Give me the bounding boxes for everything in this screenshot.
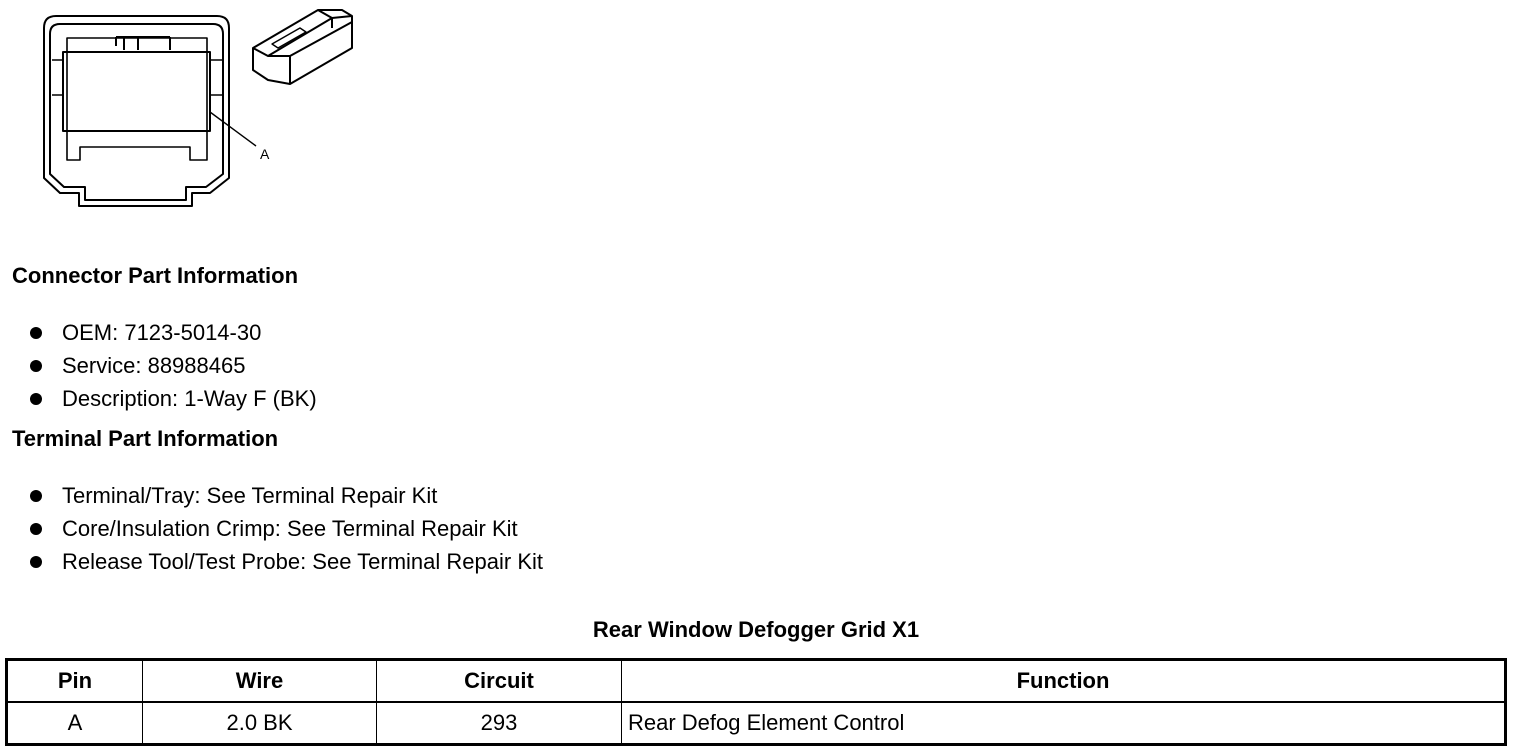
bullet-icon: [30, 360, 42, 372]
cell-function: Rear Defog Element Control: [621, 701, 1506, 745]
release-tool-test-probe: Release Tool/Test Probe: See Terminal Re…: [62, 549, 543, 574]
housing-inner-outline: [49, 23, 224, 201]
bullet-icon: [30, 393, 42, 405]
column-header-function: Function: [621, 659, 1506, 703]
terminal-part-list: Terminal/Tray: See Terminal Repair Kit C…: [28, 479, 543, 578]
connector-part-info-heading: Connector Part Information: [12, 263, 299, 288]
column-header-pin: Pin: [6, 659, 143, 703]
list-item: Core/Insulation Crimp: See Terminal Repa…: [28, 512, 543, 545]
bullet-icon: [30, 490, 42, 502]
side-keys: [52, 59, 223, 96]
latch-tabs: [115, 36, 171, 50]
connector-iso-view: [252, 9, 353, 85]
housing-outline: [43, 15, 230, 207]
connector-oem: OEM: 7123-5014-30: [62, 320, 262, 345]
connector-service: Service: 88988465: [62, 353, 246, 378]
column-header-circuit: Circuit: [376, 659, 622, 703]
list-item: Release Tool/Test Probe: See Terminal Re…: [28, 545, 543, 578]
terminal-part-info-heading: Terminal Part Information: [12, 426, 279, 451]
table-row: A 2.0 BK 293 Rear Defog Element Control: [6, 701, 1506, 745]
connector-description: Description: 1-Way F (BK): [62, 386, 317, 411]
terminal-tray: Terminal/Tray: See Terminal Repair Kit: [62, 483, 438, 508]
cell-pin: A: [6, 701, 143, 745]
list-item: Description: 1-Way F (BK): [28, 382, 317, 415]
bullet-icon: [30, 556, 42, 568]
connector-diagram: A: [43, 9, 353, 207]
table-header-row: Pin Wire Circuit Function: [6, 659, 1506, 703]
table-title: Rear Window Defogger Grid X1: [592, 617, 920, 642]
pin-table: Pin Wire Circuit Function A 2.0 BK 293 R…: [5, 658, 1507, 746]
column-header-wire: Wire: [142, 659, 377, 703]
core-insulation-crimp: Core/Insulation Crimp: See Terminal Repa…: [62, 516, 518, 541]
cell-wire: 2.0 BK: [142, 701, 377, 745]
list-item: OEM: 7123-5014-30: [28, 316, 317, 349]
connector-part-list: OEM: 7123-5014-30 Service: 88988465 Desc…: [28, 316, 317, 415]
callout-label-a: A: [260, 146, 270, 162]
list-item: Terminal/Tray: See Terminal Repair Kit: [28, 479, 543, 512]
cell-circuit: 293: [376, 701, 622, 745]
cavity-frame: [66, 37, 208, 161]
list-item: Service: 88988465: [28, 349, 317, 382]
bullet-icon: [30, 327, 42, 339]
terminal-cavity-a: [62, 51, 211, 132]
bullet-icon: [30, 523, 42, 535]
callout-leader: [209, 111, 257, 147]
